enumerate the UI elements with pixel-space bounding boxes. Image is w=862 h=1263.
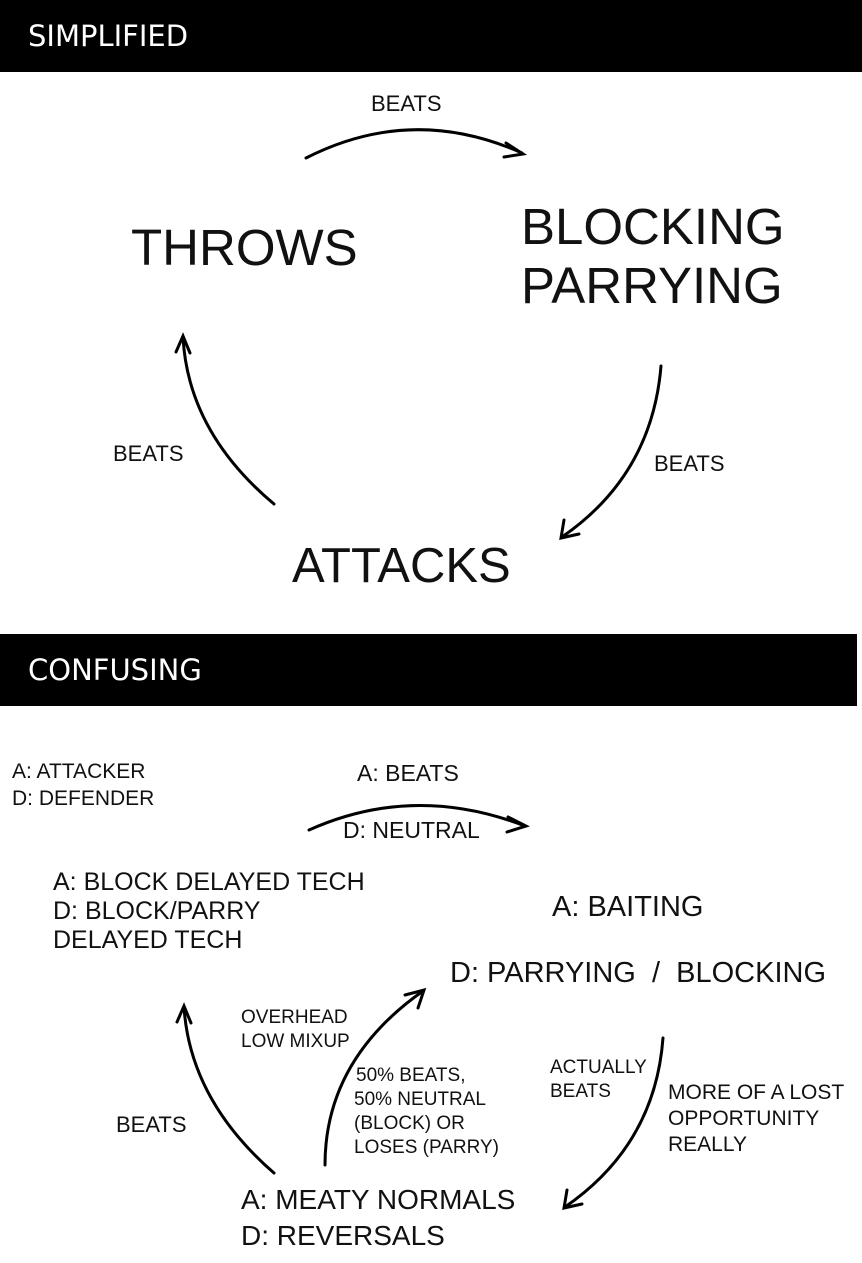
confusing-top-d-label: D: NEUTRAL — [343, 817, 480, 843]
inner-label-line1: 50% BEATS, — [356, 1065, 466, 1086]
right-edge-label-line1: ACTUALLY — [550, 1057, 647, 1078]
simplified-top-beats-label: BEATS — [371, 91, 442, 116]
right-edge-label-line2: BEATS — [550, 1081, 611, 1102]
node-attacks: ATTACKS — [292, 539, 511, 593]
mixup-label-line1: OVERHEAD — [241, 1007, 348, 1028]
arrowhead-confusing-left — [175, 1002, 193, 1025]
confusing-left-beats-label: BEATS — [116, 1112, 187, 1137]
right-node-line2: D: PARRYING / BLOCKING — [450, 957, 827, 989]
throws-node-line2: D: BLOCK/PARRY — [53, 897, 261, 925]
legend-attacker: A: ATTACKER — [12, 760, 146, 783]
confusing-banner-title: CONFUSING — [28, 653, 202, 687]
inner-label-line2: 50% NEUTRAL — [354, 1089, 486, 1110]
arrowhead-confusing-top — [505, 815, 530, 834]
node-blocking: BLOCKING — [521, 198, 785, 255]
throws-node-line3: DELAYED TECH — [53, 926, 243, 954]
mixup-label-line2: LOW MIXUP — [241, 1031, 350, 1052]
throws-node-line1: A: BLOCK DELAYED TECH — [53, 868, 365, 896]
lost-opportunity-line1: MORE OF A LOST — [668, 1081, 845, 1104]
arrowhead-left — [174, 332, 192, 355]
node-throws: THROWS — [131, 219, 358, 276]
right-node-line1: A: BAITING — [552, 891, 704, 923]
arrowhead-confusing-inner — [403, 987, 427, 1010]
simplified-banner: SIMPLIFIED — [0, 0, 862, 72]
arrow-throws-beats-blocking — [304, 128, 524, 160]
simplified-banner-title: SIMPLIFIED — [28, 19, 189, 53]
legend-defender: D: DEFENDER — [12, 787, 155, 810]
arrowhead-right — [559, 518, 581, 540]
confusing-banner: CONFUSING — [0, 634, 857, 706]
node-parrying: PARRYING — [521, 257, 783, 314]
arrow-confusing-top — [307, 804, 527, 832]
arrow-confusing-right — [563, 1036, 665, 1209]
arrow-confusing-inner — [323, 989, 425, 1167]
lost-opportunity-line3: REALLY — [668, 1133, 747, 1156]
arrowhead-confusing-right — [562, 1188, 584, 1210]
arrowhead-top — [502, 141, 528, 159]
bottom-node-line1: A: MEATY NORMALS — [241, 1184, 516, 1215]
simplified-left-beats-label: BEATS — [113, 441, 184, 466]
lost-opportunity-line2: OPPORTUNITY — [668, 1107, 820, 1130]
inner-label-line4: LOSES (PARRY) — [354, 1137, 500, 1158]
confusing-top-a-label: A: BEATS — [357, 760, 459, 786]
inner-label-line3: (BLOCK) OR — [354, 1113, 465, 1134]
arrow-attacks-beats-throws — [181, 335, 276, 506]
bottom-node-line2: D: REVERSALS — [241, 1220, 445, 1251]
arrow-blocking-beats-attacks — [560, 364, 663, 539]
simplified-right-beats-label: BEATS — [654, 451, 725, 476]
arrow-confusing-left — [182, 1005, 276, 1175]
